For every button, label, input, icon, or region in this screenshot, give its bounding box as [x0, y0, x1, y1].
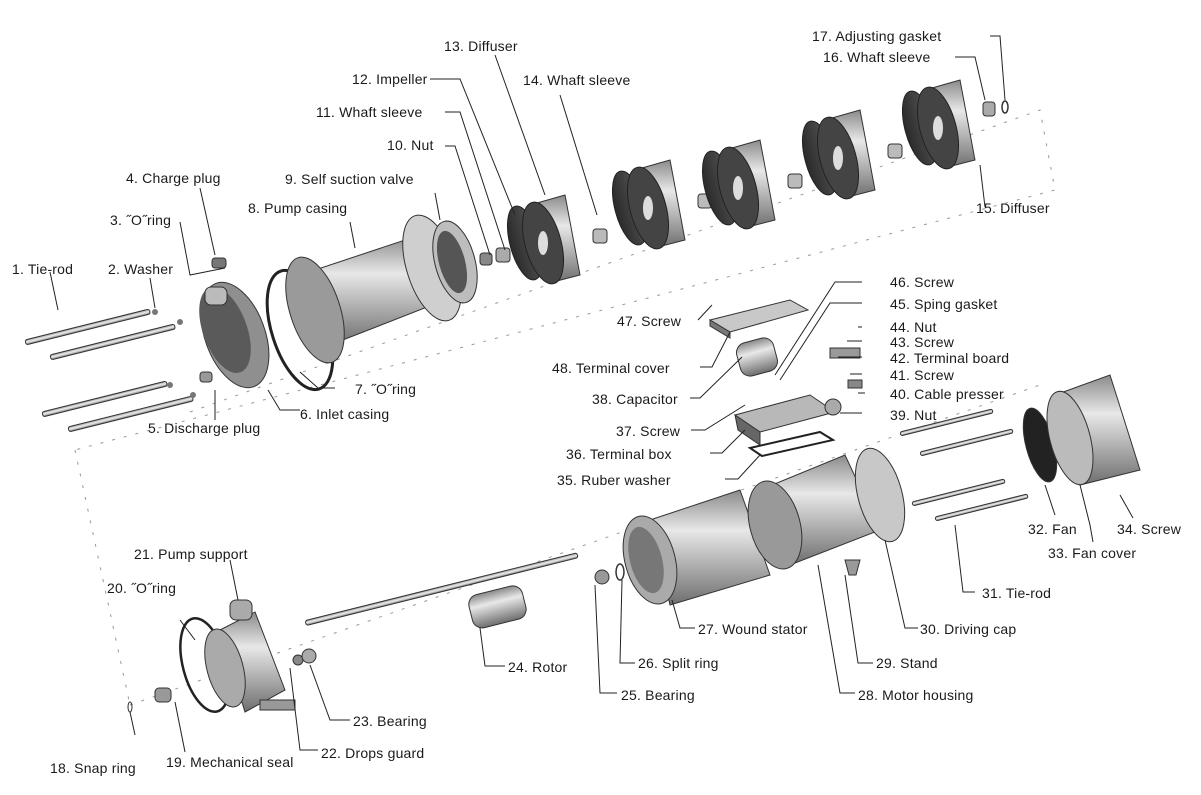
label-part-35: 35. Ruber washer — [557, 472, 671, 488]
nut-10 — [479, 252, 493, 266]
cable-presser — [847, 379, 863, 389]
snap-ring — [127, 701, 133, 713]
drops-guard — [292, 654, 304, 666]
shaft — [305, 552, 579, 626]
driving-cap — [854, 447, 906, 543]
adjusting-gasket — [1001, 100, 1009, 114]
label-part-26: 26. Split ring — [638, 655, 719, 671]
label-part-36: 36. Terminal box — [566, 446, 672, 462]
label-part-44: 44. Nut — [890, 319, 937, 335]
label-part-18: 18. Snap ring — [50, 760, 136, 776]
inlet-casing — [199, 257, 270, 389]
label-part-2: 2. Washer — [108, 261, 174, 277]
label-part-21: 21. Pump support — [134, 546, 248, 562]
ruber-washer — [747, 430, 836, 458]
label-part-15: 15. Diffuser — [976, 200, 1050, 216]
self-suction-valve — [432, 220, 478, 304]
label-part-5: 5. Discharge plug — [148, 420, 261, 436]
label-part-38: 38. Capacitor — [592, 391, 678, 407]
label-part-42: 42. Terminal board — [890, 350, 1010, 366]
rotor — [468, 585, 527, 629]
label-part-33: 33. Fan cover — [1048, 545, 1137, 561]
mechanical-seal — [154, 687, 172, 703]
stand — [844, 559, 861, 576]
label-part-8: 8. Pump casing — [248, 200, 348, 216]
label-part-16: 16. Whaft sleeve — [823, 49, 931, 65]
label-part-3: 3. ˝O˝ring — [110, 212, 172, 228]
label-part-27: 27. Wound stator — [698, 621, 808, 637]
pump-support-group — [127, 552, 625, 713]
label-part-7: 7. ˝O˝ring — [355, 381, 417, 397]
label-part-12: 12. Impeller — [352, 71, 428, 87]
label-part-34: 34. Screw — [1117, 521, 1182, 537]
label-part-13: 13. Diffuser — [444, 38, 518, 54]
label-part-23: 23. Bearing — [353, 713, 427, 729]
label-part-39: 39. Nut — [890, 407, 937, 423]
label-part-4: 4. Charge plug — [126, 170, 221, 186]
label-part-10: 10. Nut — [387, 137, 434, 153]
label-part-41: 41. Screw — [890, 367, 955, 383]
label-part-28: 28. Motor housing — [858, 687, 974, 703]
label-part-24: 24. Rotor — [508, 659, 568, 675]
motor-assembly — [622, 374, 1141, 606]
leader-lines — [49, 35, 1134, 753]
terminal-cover — [708, 299, 810, 333]
bearing-23 — [301, 648, 317, 664]
label-part-48: 48. Terminal cover — [552, 360, 670, 376]
nut-39 — [824, 398, 842, 416]
whaft-sleeve — [592, 228, 608, 244]
split-ring — [615, 563, 625, 581]
label-part-47: 47. Screw — [617, 313, 682, 329]
label-part-11: 11. Whaft sleeve — [316, 104, 423, 120]
tie-rods-front — [24, 308, 196, 432]
capacitor — [735, 337, 779, 377]
terminal-group — [708, 299, 863, 458]
label-part-37: 37. Screw — [616, 423, 681, 439]
label-part-20: 20. ˝O˝ring — [107, 580, 177, 596]
label-part-31: 31. Tie-rod — [982, 585, 1052, 601]
label-part-25: 25. Bearing — [621, 687, 695, 703]
label-part-14: 14. Whaft sleeve — [523, 72, 631, 88]
whaft-sleeve — [787, 173, 803, 189]
label-part-1: 1. Tie-rod — [12, 261, 74, 277]
label-part-45: 45. Sping gasket — [890, 296, 998, 312]
label-part-46: 46. Screw — [890, 274, 955, 290]
label-part-9: 9. Self suction valve — [285, 171, 414, 187]
label-part-19: 19. Mechanical seal — [166, 754, 294, 770]
bearing-25 — [594, 569, 610, 585]
label-part-32: 32. Fan — [1028, 521, 1077, 537]
label-part-6: 6. Inlet casing — [300, 406, 390, 422]
whaft-sleeve-16 — [982, 101, 996, 117]
label-part-29: 29. Stand — [876, 655, 938, 671]
whaft-sleeve — [887, 143, 903, 159]
impeller-diffuser-stack — [506, 79, 976, 285]
assembly-axis-lines — [74, 109, 1056, 706]
label-part-40: 40. Cable presser — [890, 386, 1004, 402]
label-part-17: 17. Adjusting gasket — [812, 28, 942, 44]
label-part-43: 43. Screw — [890, 334, 955, 350]
terminal-board — [829, 347, 861, 359]
label-part-30: 30. Driving cap — [920, 621, 1017, 637]
label-part-22: 22. Drops guard — [321, 745, 425, 761]
whaft-sleeve-11 — [495, 247, 511, 263]
